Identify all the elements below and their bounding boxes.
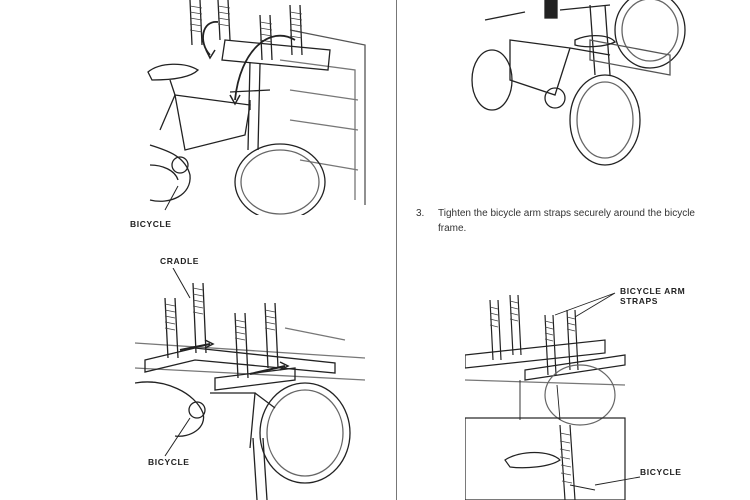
step-text: Tighten the bicycle arm straps securely … (438, 208, 695, 234)
label-bicycle-arm-straps: BICYCLE ARM STRAPS (620, 286, 686, 306)
label-bicycle-bottom-right: BICYCLE (640, 467, 682, 477)
illustration-bike-on-rack-top-right (470, 0, 690, 175)
step-number: 3. (416, 208, 425, 219)
illustration-rack-mounting-top-left (130, 0, 370, 215)
label-bicycle-top-left: BICYCLE (130, 219, 172, 229)
column-divider (396, 0, 397, 500)
illustration-cradle-bottom-left (135, 268, 365, 500)
label-cradle: CRADLE (160, 256, 200, 266)
label-bicycle-bottom-left: BICYCLE (148, 457, 190, 467)
illustration-arm-straps-bottom-right (465, 285, 750, 500)
